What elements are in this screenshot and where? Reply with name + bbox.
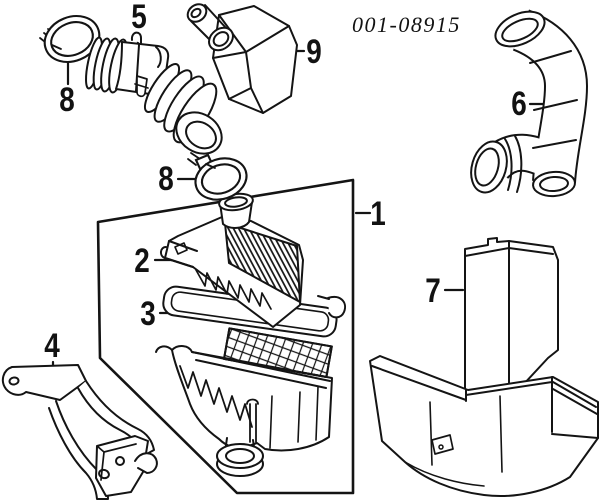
housing-outlet-flange [216,398,264,477]
callout-3[interactable]: 3 [140,295,156,333]
hose-clamp-middle-icon [187,152,248,201]
callout-7[interactable]: 7 [425,272,441,310]
callout-1[interactable]: 1 [370,195,386,233]
callout-6[interactable]: 6 [511,85,527,123]
callout-2[interactable]: 2 [134,242,150,280]
air-duct-curved [470,9,589,198]
part-code: 001-08915 [352,12,461,37]
air-cleaner-cover [160,192,304,328]
resonator-duct [186,3,298,114]
hose-clamp-top-icon [39,15,101,63]
callout-4[interactable]: 4 [44,327,60,365]
intake-hose [85,31,223,155]
callout-8a[interactable]: 8 [59,81,75,119]
mounting-bracket [1,364,158,500]
resonator-tank [369,237,599,498]
callout-5[interactable]: 5 [131,0,147,36]
callout-8b[interactable]: 8 [158,160,174,198]
filter-grid-tray [222,327,333,378]
part-box-outline [96,178,355,495]
callout-9[interactable]: 9 [306,33,322,71]
